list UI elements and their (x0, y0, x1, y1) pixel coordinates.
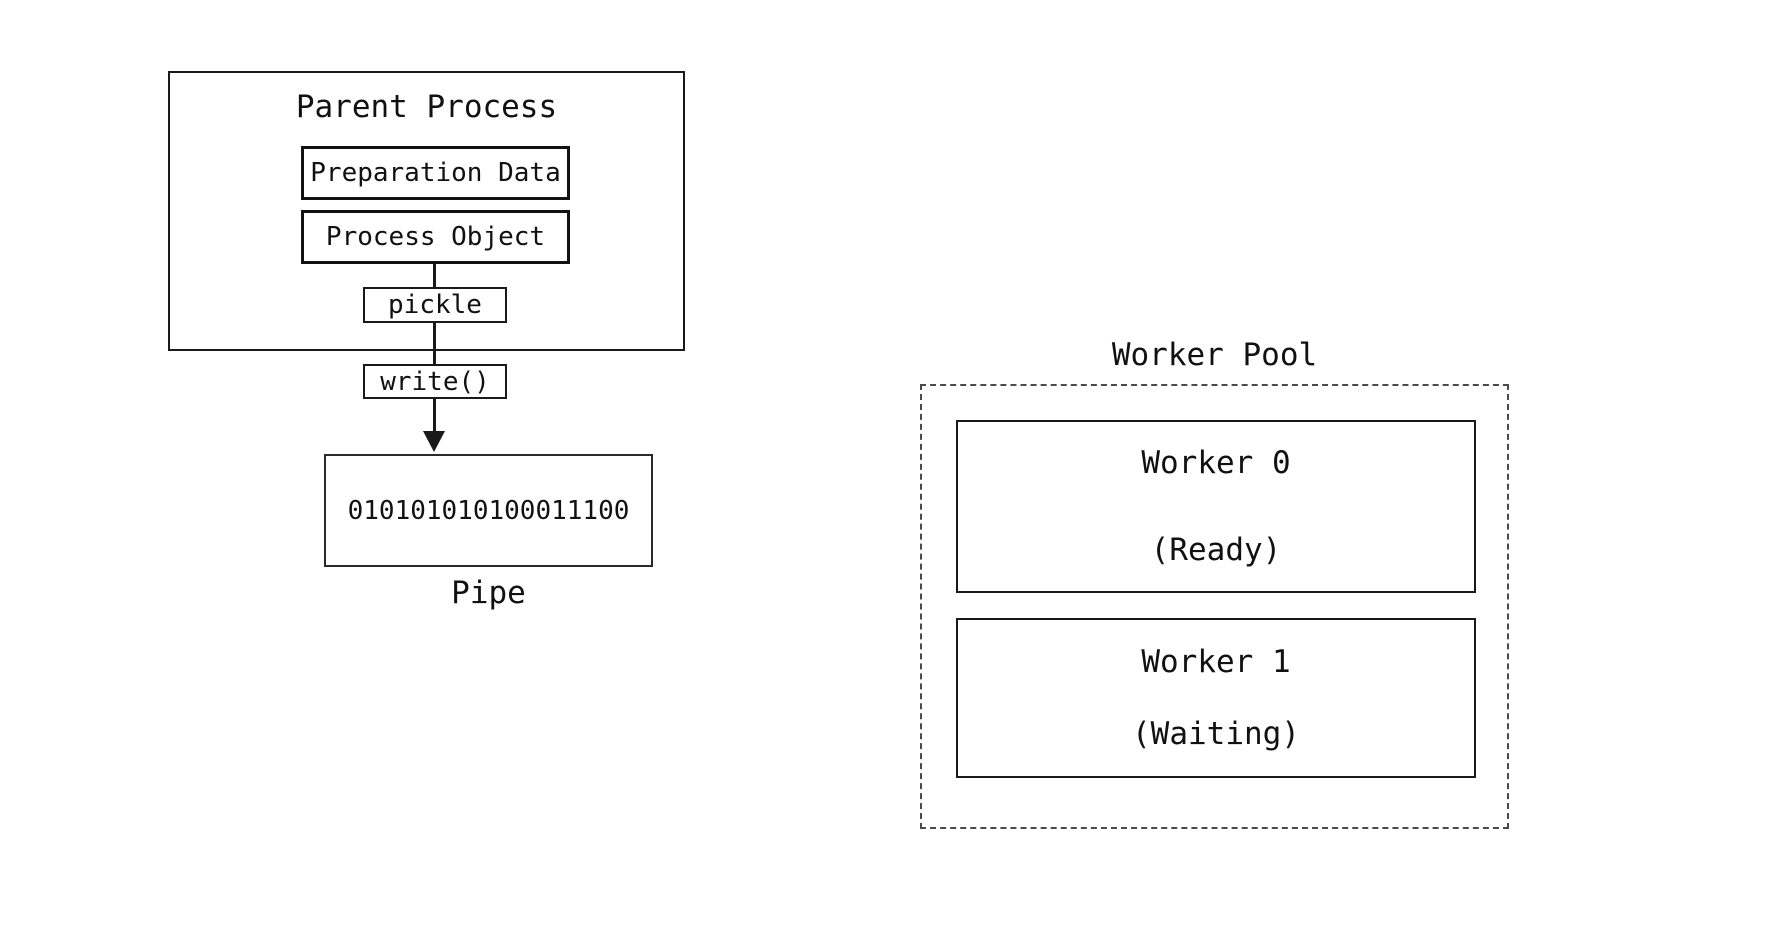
worker-1-name: Worker 1 (1141, 644, 1291, 680)
worker-0-status: (Ready) (1150, 532, 1282, 568)
pipe-label: Pipe (451, 575, 526, 611)
parent-process-title: Parent Process (295, 89, 558, 125)
pickle-box: pickle (363, 287, 507, 323)
pickle-label: pickle (388, 290, 482, 320)
pipe-binary-content: 010101010100011100 (347, 495, 630, 526)
connector-line (433, 264, 436, 436)
worker-1-box: Worker 1 (Waiting) (956, 618, 1476, 778)
pipe-box: 010101010100011100 (324, 454, 653, 567)
arrow-down-icon (423, 431, 445, 452)
worker-0-name: Worker 0 (1141, 445, 1291, 481)
process-object-box: Process Object (301, 210, 570, 264)
preparation-data-label: Preparation Data (310, 158, 561, 188)
worker-1-status: (Waiting) (1132, 716, 1300, 752)
worker-pool-box (920, 384, 1509, 829)
process-object-label: Process Object (325, 222, 546, 252)
preparation-data-box: Preparation Data (301, 146, 570, 200)
write-label: write() (380, 366, 490, 397)
worker-pool-title: Worker Pool (1111, 337, 1318, 373)
write-box: write() (363, 364, 507, 399)
worker-0-box: Worker 0 (Ready) (956, 420, 1476, 593)
